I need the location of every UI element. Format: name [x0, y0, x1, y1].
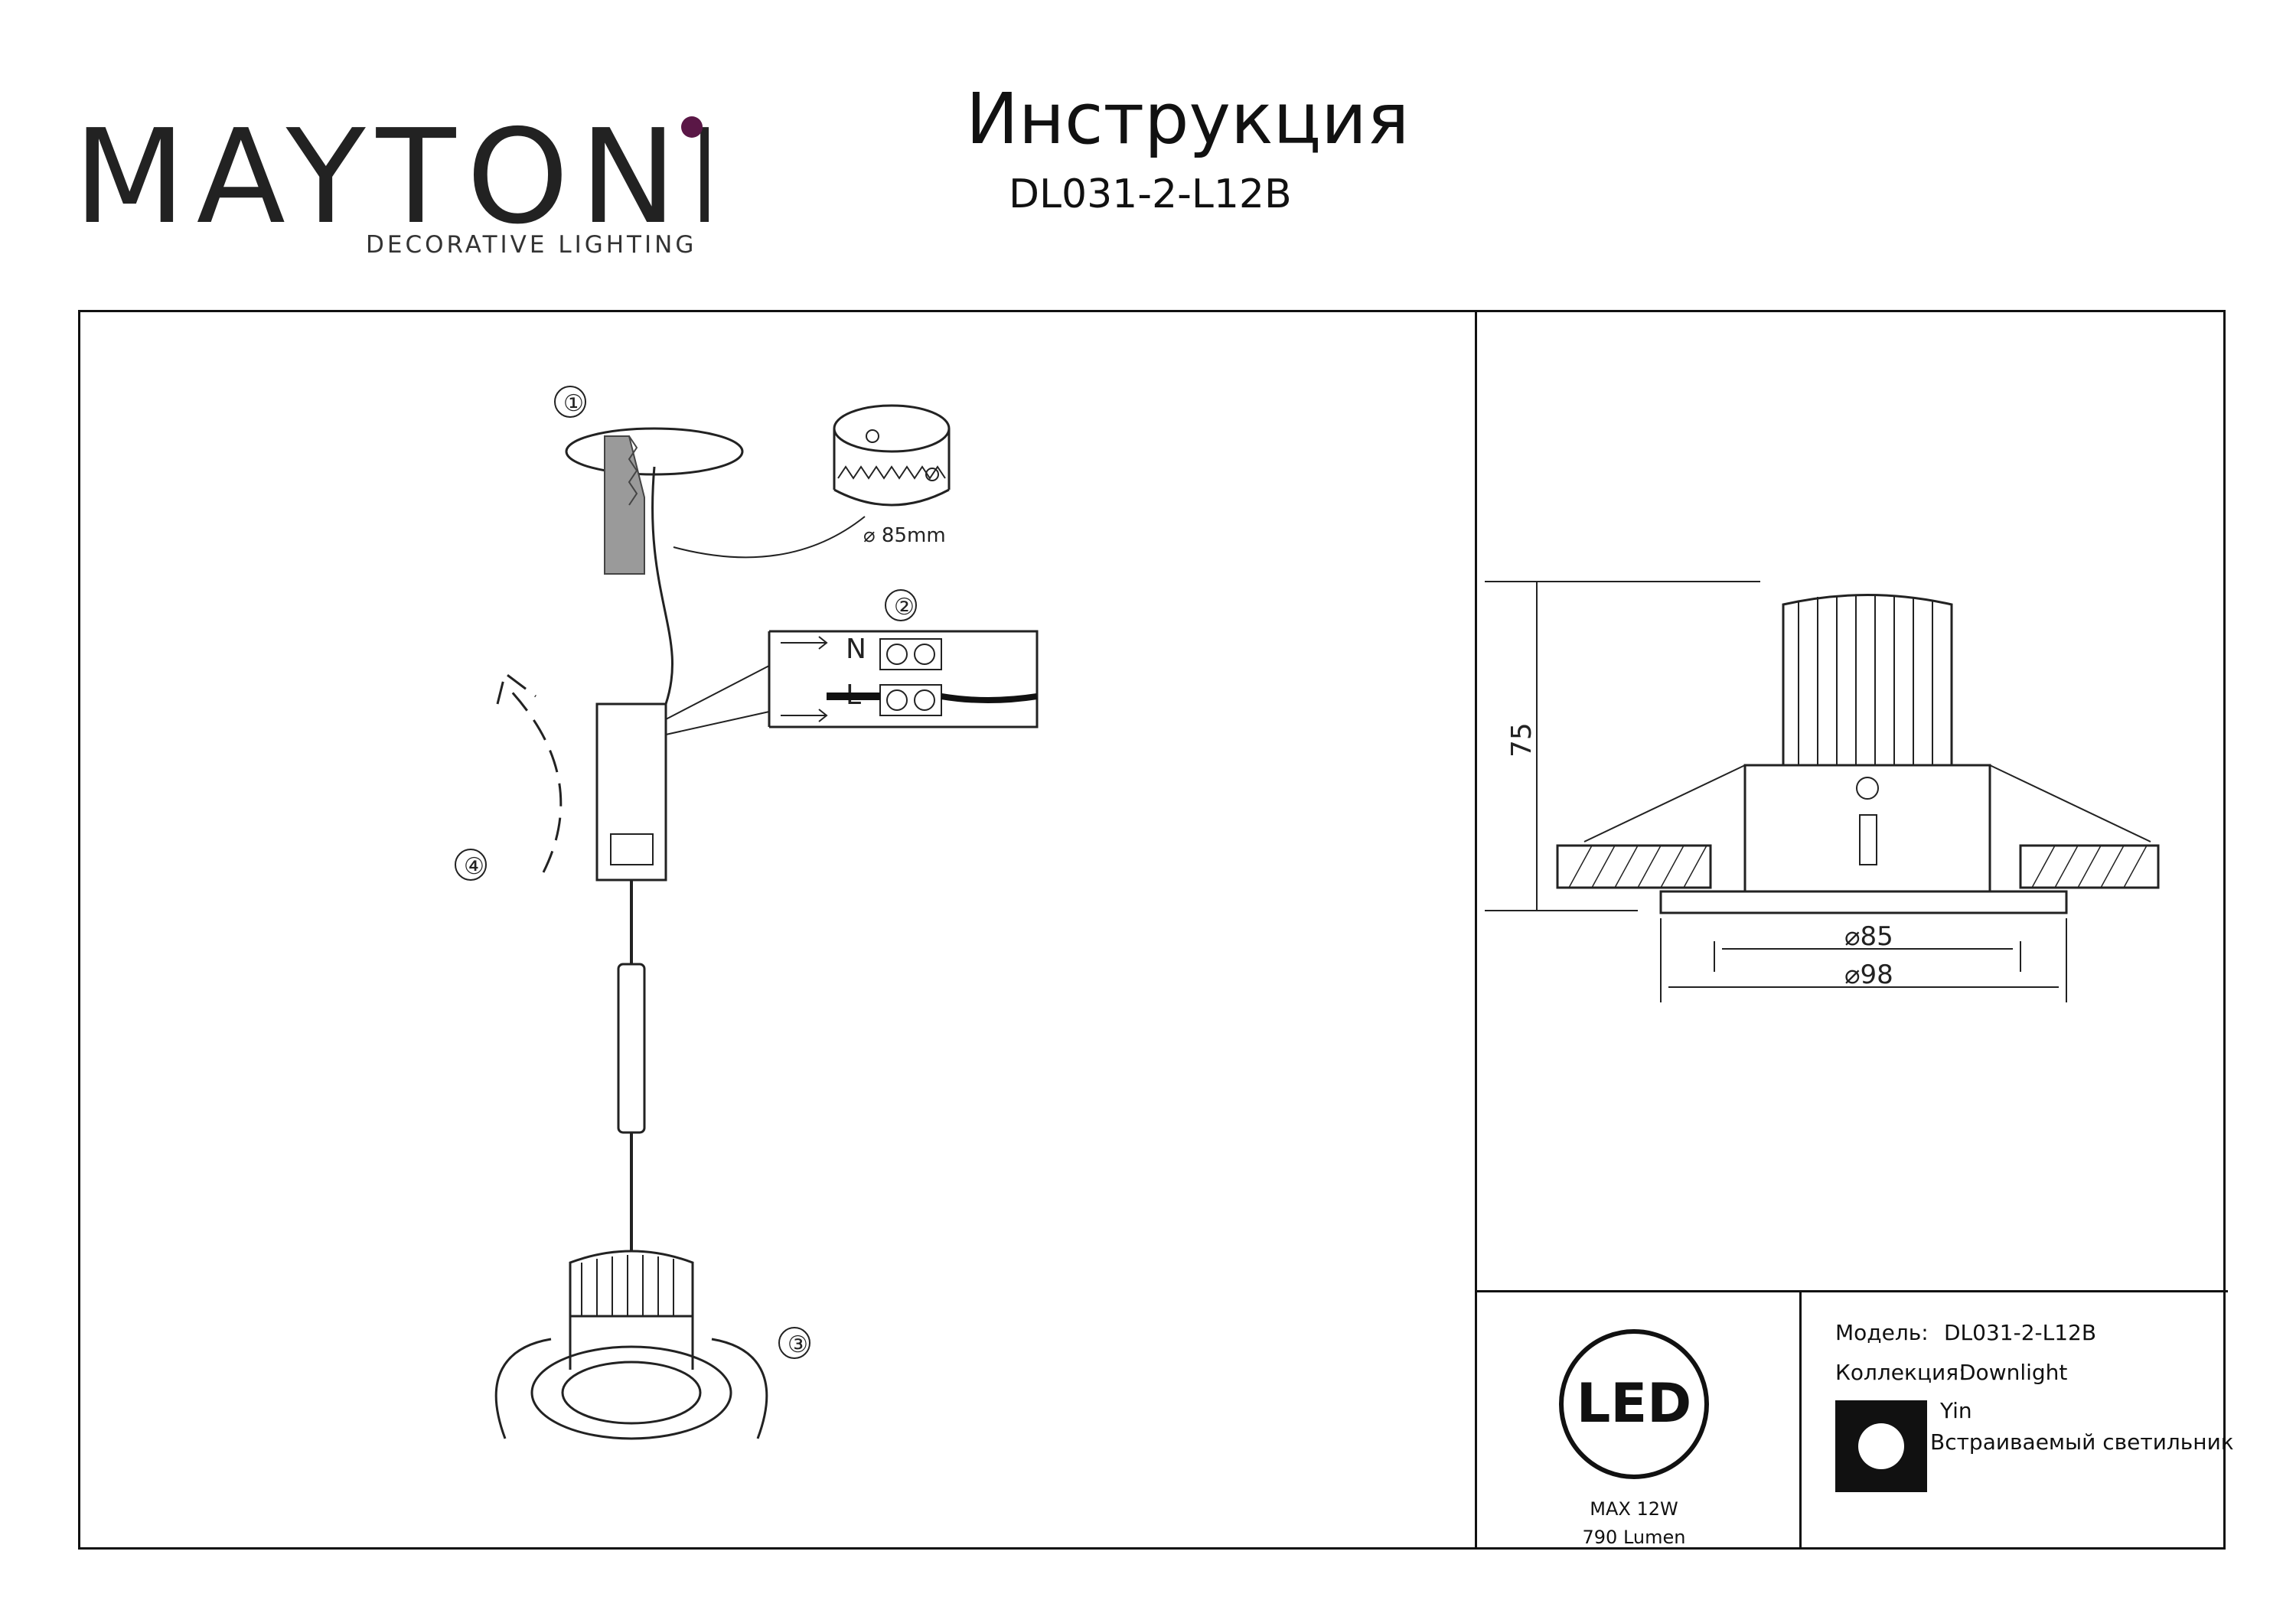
divider-footer-split	[1799, 1290, 1802, 1550]
turn-arrow-right-icon	[711, 1338, 768, 1439]
collection-label: Коллекция:	[1835, 1360, 1966, 1385]
page-title: Инструкция	[966, 78, 1410, 160]
inner-diameter-label: ⌀85	[1844, 921, 1893, 952]
series-name: Yin	[1940, 1398, 1972, 1423]
terminal-callout	[769, 630, 1039, 728]
saw-icon	[604, 435, 645, 575]
brand-logo: MAYTONI	[73, 102, 726, 273]
step-2-label: ②	[894, 594, 915, 621]
brand-tagline: DECORATIVE LIGHTING	[366, 231, 697, 259]
luminaire-heatsink	[569, 1250, 694, 1318]
terminal-block	[879, 638, 942, 670]
step-2-marker	[885, 589, 917, 621]
model-value: DL031-2-L12B	[1944, 1320, 2097, 1345]
height-label: 75	[1506, 722, 1538, 758]
product-type: Встраиваемый светильник	[1930, 1429, 2234, 1455]
logo-wordmark: MAYTONI	[73, 102, 726, 253]
step-1-label: ①	[563, 390, 584, 417]
step-1-marker	[554, 386, 586, 418]
terminal-n-label: N	[846, 634, 866, 665]
logo-accent-dot	[681, 116, 703, 138]
luminaire-trim	[530, 1345, 732, 1440]
housing-body	[1743, 764, 1991, 893]
collection-value: Downlight	[1959, 1360, 2068, 1385]
dimension-drawing: 75 ⌀85 ⌀98	[1485, 581, 2160, 1002]
product-swatch	[1835, 1400, 1927, 1492]
content-frame	[78, 310, 2228, 1550]
model-label: Модель:	[1835, 1320, 1929, 1345]
turn-arrow-left-icon	[494, 1338, 552, 1439]
hole-saw-icon	[833, 404, 951, 453]
trim-ring	[1659, 890, 2068, 914]
step-3-marker	[778, 1327, 810, 1359]
installation-diagram: ① ⌀ 85mm ② N L ④ ③	[455, 386, 1039, 1440]
step-4-marker	[455, 849, 487, 881]
logo-text: MAYTONI	[73, 107, 709, 253]
heatsink-outline	[1782, 594, 1953, 765]
connector-plug	[617, 963, 646, 1134]
step-4-label: ④	[464, 853, 484, 880]
step-3-label: ③	[788, 1331, 808, 1358]
spring-clips	[1583, 764, 2151, 842]
svg-text:LED: LED	[1577, 1372, 1692, 1435]
luminous-flux: 790 Lumen	[1582, 1527, 1686, 1548]
rotate-arrow-icon	[496, 671, 563, 873]
hole-size-label: ⌀ 85mm	[863, 524, 946, 547]
model-number: DL031-2-L12B	[1009, 171, 1292, 217]
leader-line	[673, 516, 866, 559]
power-rating: MAX 12W	[1590, 1498, 1678, 1520]
led-badge: LED	[1554, 1324, 1714, 1488]
divider-footer	[1475, 1290, 2228, 1292]
mains-cable	[651, 466, 674, 705]
divider-main	[1475, 312, 1477, 1550]
outer-diameter-label: ⌀98	[1844, 960, 1893, 990]
